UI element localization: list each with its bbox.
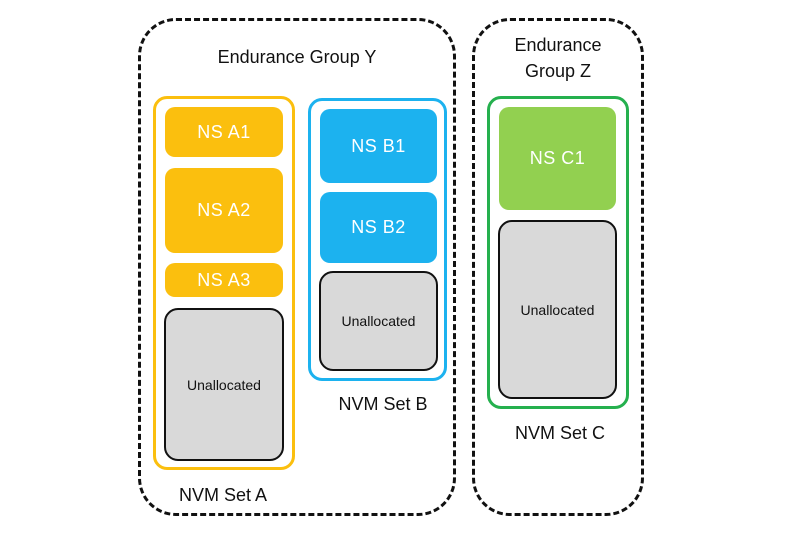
namespace-a1: NS A1 xyxy=(165,107,283,157)
unallocated-set-b: Unallocated xyxy=(319,271,438,371)
nvm-set-a-label: NVM Set A xyxy=(178,485,268,505)
namespace-b1: NS B1 xyxy=(320,109,437,183)
namespace-b2: NS B2 xyxy=(320,192,437,263)
endurance-group-z-title-line2: Group Z xyxy=(524,61,592,81)
endurance-group-y xyxy=(138,18,456,516)
unallocated-set-a: Unallocated xyxy=(164,308,284,461)
namespace-a3: NS A3 xyxy=(165,263,283,297)
namespace-c1: NS C1 xyxy=(499,107,616,210)
nvm-set-b-label: NVM Set B xyxy=(338,394,428,414)
endurance-group-z xyxy=(472,18,644,516)
namespace-a2: NS A2 xyxy=(165,168,283,253)
endurance-group-y-title: Endurance Group Y xyxy=(217,47,377,67)
nvm-set-c-label: NVM Set C xyxy=(514,423,606,443)
endurance-group-z-title-line1: Endurance xyxy=(514,35,602,55)
unallocated-set-c: Unallocated xyxy=(498,220,617,399)
